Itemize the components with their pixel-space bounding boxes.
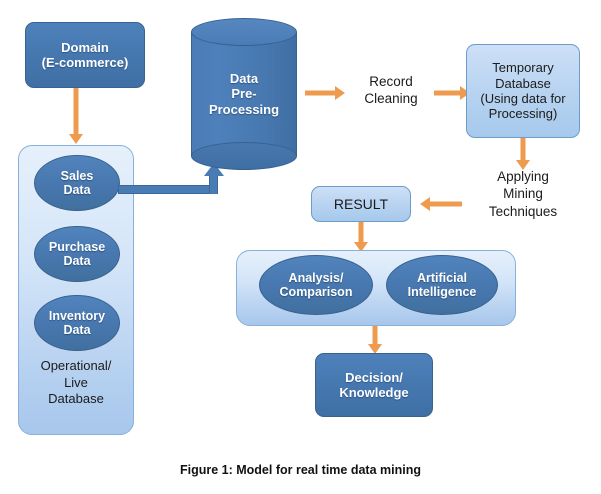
node-purchase-data-line2: Data xyxy=(63,254,91,268)
node-temporary-db-line4: Processing) xyxy=(488,106,558,122)
node-inventory-data[interactable]: Inventory Data xyxy=(34,295,120,351)
cylinder-top-ellipse xyxy=(191,18,297,46)
node-preprocessing-line2: Pre- xyxy=(231,86,257,102)
arrow-head xyxy=(354,242,368,252)
arrow-shaft xyxy=(520,138,526,160)
arrow-head xyxy=(516,160,530,170)
label-operational-live-database: Operational/ Live Database xyxy=(18,358,134,408)
node-result-label: RESULT xyxy=(333,195,389,212)
arrow-techniques-to-decision xyxy=(365,326,385,354)
figure-caption: Figure 1: Model for real time data minin… xyxy=(179,463,421,477)
arrow-head xyxy=(335,86,345,100)
label-operational-line1: Operational/ xyxy=(40,358,112,373)
node-inventory-data-line2: Data xyxy=(63,323,91,337)
node-result[interactable]: RESULT xyxy=(311,186,411,222)
arrow-applying-mining-to-result xyxy=(420,194,462,214)
cylinder-bottom-ellipse xyxy=(191,142,297,170)
node-analysis-line1: Analysis/ xyxy=(288,270,344,285)
node-preprocessing-line3: Processing xyxy=(208,101,280,117)
node-ai-line2: Intelligence xyxy=(407,285,477,299)
arrow-head xyxy=(420,197,430,211)
label-operational-line3: Database xyxy=(48,391,104,407)
label-operational-line2: Live xyxy=(64,374,88,390)
arrow-head xyxy=(368,344,382,354)
node-temporary-db-line1: Temporary xyxy=(492,60,554,76)
node-data-preprocessing[interactable]: Data Pre- Processing xyxy=(191,18,297,170)
arrow-shaft xyxy=(305,90,337,96)
label-applying-line3: Techniques xyxy=(488,203,558,219)
node-preprocessing-line1: Data xyxy=(229,70,259,86)
node-decision-line2: Knowledge xyxy=(339,385,409,400)
node-domain[interactable]: Domain (E-commerce) xyxy=(25,22,145,88)
cylinder-body xyxy=(191,32,297,156)
connector-vertical-segment xyxy=(209,175,218,194)
arrow-head xyxy=(460,86,470,100)
node-data-preprocessing-label: Data Pre- Processing xyxy=(191,18,297,170)
label-applying-line1: Applying xyxy=(497,169,549,184)
node-analysis-comparison[interactable]: Analysis/ Comparison xyxy=(259,255,373,315)
arrow-record-cleaning-to-temporary-db xyxy=(434,83,470,103)
node-decision-knowledge[interactable]: Decision/ Knowledge xyxy=(315,353,433,417)
arrow-shaft xyxy=(434,90,462,96)
node-ai-line1: Artificial xyxy=(416,270,467,285)
arrow-shaft xyxy=(428,201,462,207)
node-analysis-line2: Comparison xyxy=(279,285,353,299)
arrow-shaft xyxy=(372,326,378,344)
arrow-head xyxy=(69,134,83,144)
arrow-temporary-db-to-applying-mining xyxy=(513,138,533,170)
node-temporary-database[interactable]: Temporary Database (Using data for Proce… xyxy=(466,44,580,138)
node-temporary-db-line2: Database xyxy=(495,75,551,91)
label-applying-line2: Mining xyxy=(503,186,543,202)
arrow-shaft xyxy=(358,222,364,242)
node-purchase-data[interactable]: Purchase Data xyxy=(34,226,120,282)
node-temporary-db-line3: (Using data for xyxy=(480,91,566,106)
arrow-shaft xyxy=(73,88,79,134)
arrow-preprocessing-to-record-cleaning xyxy=(305,83,345,103)
node-inventory-data-line1: Inventory xyxy=(48,308,106,323)
node-domain-label-line1: Domain xyxy=(61,39,109,55)
label-record-cleaning: Record Cleaning xyxy=(348,73,434,108)
arrow-domain-to-operational-db xyxy=(66,88,86,144)
node-domain-label-line2: (E-commerce) xyxy=(41,55,129,70)
node-sales-data-line2: Data xyxy=(63,183,91,197)
node-decision-line1: Decision/ xyxy=(345,369,403,385)
label-record-cleaning-line1: Record xyxy=(369,74,413,89)
label-applying-mining-techniques: Applying Mining Techniques xyxy=(462,168,584,220)
arrow-result-to-techniques-panel xyxy=(351,222,371,252)
label-record-cleaning-line2: Cleaning xyxy=(364,91,418,107)
node-artificial-intelligence[interactable]: Artificial Intelligence xyxy=(386,255,498,315)
node-sales-data[interactable]: Sales Data xyxy=(34,155,120,211)
connector-horizontal-segment xyxy=(118,185,218,194)
node-sales-data-line1: Sales xyxy=(60,168,94,183)
node-purchase-data-line1: Purchase xyxy=(48,239,106,254)
